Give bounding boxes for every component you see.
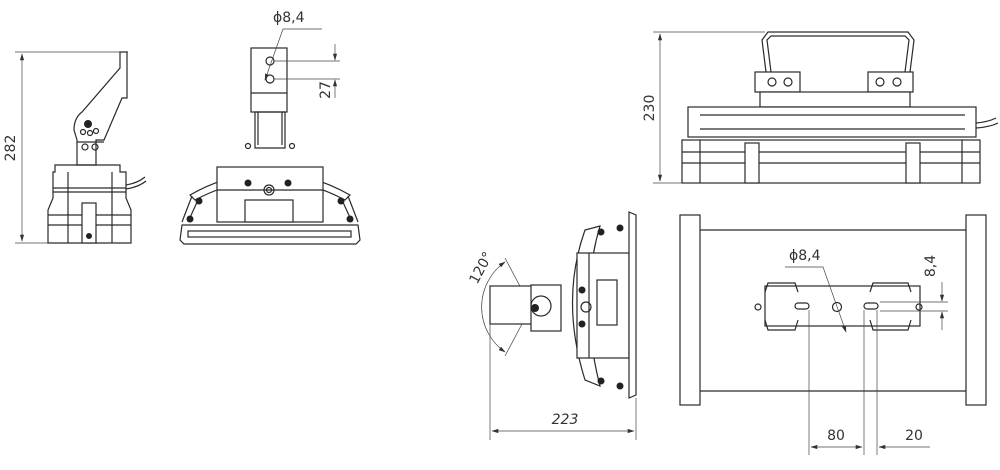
dimension-20-label: 20 [905,428,923,444]
lamp-body-top [681,139,981,184]
dimension-80-label: 80 [827,428,845,444]
front-diameter-label: ϕ8,4 [273,10,305,26]
dimension-8-4-label: 8,4 [923,255,939,277]
mounting-bracket [73,51,128,166]
top-view: 230 [642,31,999,184]
plan-diameter-label: ϕ8,4 [789,248,821,264]
handle [761,31,915,73]
dimension-230-label: 230 [642,95,658,122]
rotated-side-view: 120° 223 [466,211,637,440]
dimension-223-label: 223 [552,412,579,428]
side-view: 282 [3,51,147,244]
front-view: 27 ϕ8,4 [179,10,361,245]
mounting-plate [764,285,921,327]
base-bar [179,224,361,245]
angle-120-label: 120° [466,249,496,286]
dimension-27-label: 27 [318,81,334,99]
dimension-282-label: 282 [3,135,19,162]
lamp-body-side [47,164,132,244]
lamp-tube [687,106,977,138]
arm [489,285,536,325]
plan-view: ϕ8,4 8,4 80 20 [679,214,987,455]
